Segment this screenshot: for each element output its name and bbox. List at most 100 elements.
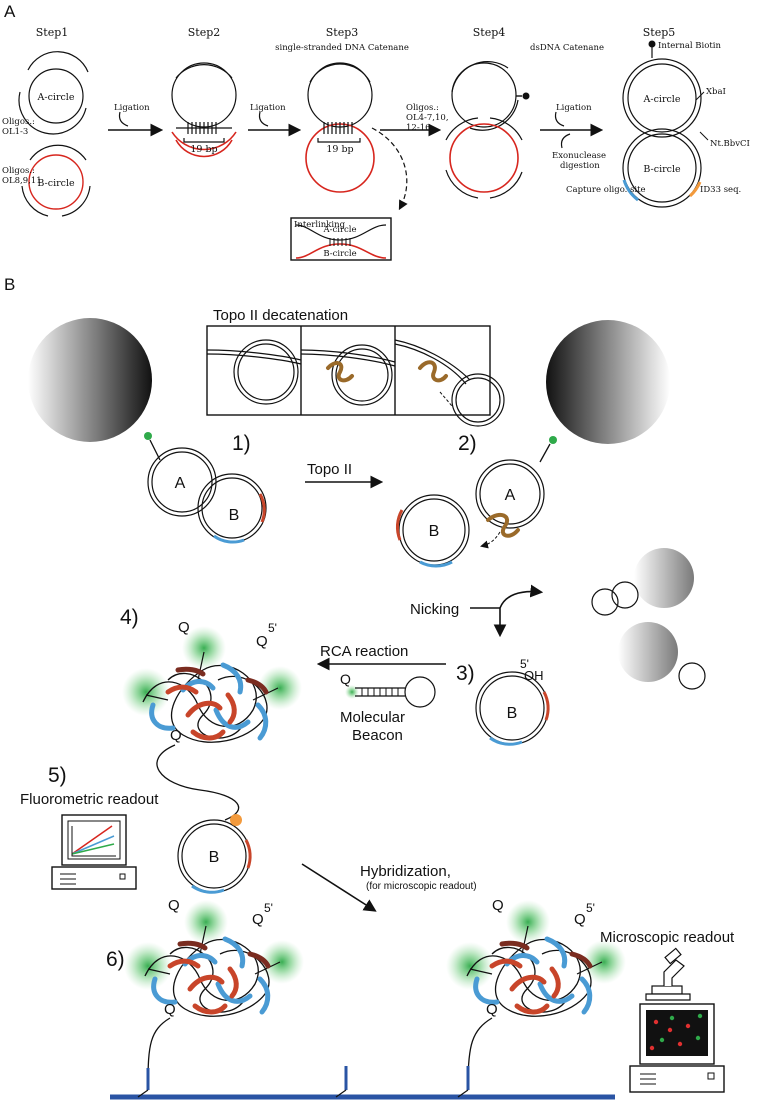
ligation-curve-3 bbox=[554, 111, 565, 127]
step1-b-circle bbox=[21, 144, 91, 217]
oligos-step4-line2: OL4-7,10, bbox=[406, 113, 449, 123]
nicking-arrow-down bbox=[470, 607, 507, 638]
molecular-beacon bbox=[345, 676, 436, 708]
circle-b-label-3: B bbox=[507, 705, 518, 722]
internal-biotin-label: Internal Biotin bbox=[658, 41, 722, 51]
rca-product-step6-left bbox=[124, 900, 304, 1016]
step-1-number: 1) bbox=[232, 432, 251, 455]
topo-ii-label: Topo II bbox=[307, 461, 352, 478]
step-5-number: 5) bbox=[48, 764, 67, 787]
interlink-dashed-arrow bbox=[371, 127, 408, 211]
five-prime-label-6a: 5' bbox=[264, 901, 273, 915]
ligation-curve-2 bbox=[258, 111, 269, 127]
capture-site-label: Capture oligo. site bbox=[566, 185, 646, 195]
rca-product-step4 bbox=[122, 626, 302, 742]
five-prime-label-3: 5' bbox=[520, 657, 529, 671]
exonuclease-curve bbox=[560, 133, 571, 149]
panel-a-label: A bbox=[4, 2, 16, 21]
q-label-4b: Q bbox=[256, 633, 268, 650]
topo-decatenation-box bbox=[206, 325, 505, 427]
computer-fluorometric bbox=[51, 814, 137, 890]
interlinking-title: Interlinking bbox=[294, 220, 346, 230]
biotin-tether-left bbox=[149, 439, 161, 461]
rca-tail-strand bbox=[156, 744, 240, 821]
q-label-6c: Q bbox=[164, 1001, 176, 1018]
tether-6-left bbox=[147, 1017, 171, 1086]
exonuclease-line2: digestion bbox=[560, 161, 600, 171]
step-4-number: 4) bbox=[120, 606, 139, 629]
step-6-number: 6) bbox=[106, 948, 125, 971]
step3-subtitle: single-stranded DNA Catenane bbox=[275, 43, 409, 53]
biotin-anchor-left bbox=[144, 432, 152, 440]
catenane-step1 bbox=[147, 447, 267, 544]
beacon-q-label: Q bbox=[340, 671, 351, 687]
circle-b-label-1: B bbox=[229, 507, 240, 524]
q-label-4c: Q bbox=[170, 727, 182, 744]
oligos-step4-line3: 12-16 bbox=[406, 123, 431, 133]
step2-circles bbox=[171, 62, 237, 158]
small-bead-upper bbox=[634, 548, 694, 608]
q-label-6a: Q bbox=[168, 897, 180, 914]
ligation-label-3: Ligation bbox=[556, 103, 592, 113]
small-circle-upper-1 bbox=[591, 588, 619, 616]
ligation-curve-1 bbox=[118, 111, 129, 127]
step5-subtitle: dsDNA Catenane bbox=[530, 43, 604, 53]
step4-label: Step4 bbox=[473, 26, 506, 39]
bead-left bbox=[28, 318, 152, 442]
hybridization-arrow bbox=[301, 863, 377, 912]
ligation-label-2: Ligation bbox=[250, 103, 286, 113]
exonuclease-line1: Exonuclease bbox=[552, 151, 606, 161]
rca-product-step6-right bbox=[446, 900, 626, 1016]
oligos-a-line2: OL1-3 bbox=[2, 127, 28, 137]
xbai-label: XbaI bbox=[706, 87, 726, 97]
interlinking-box bbox=[290, 217, 392, 261]
id33-label: ID33 seq. bbox=[700, 185, 741, 195]
fluorometric-label: Fluorometric readout bbox=[20, 791, 159, 808]
q-label-6f: Q bbox=[486, 1001, 498, 1018]
nicking-label: Nicking bbox=[410, 601, 459, 618]
step-2-number: 2) bbox=[458, 432, 477, 455]
step3-label: Step3 bbox=[326, 26, 359, 39]
released-circles-step2 bbox=[395, 459, 545, 568]
microscope-icon bbox=[645, 947, 691, 1001]
five-prime-label-4: 5' bbox=[268, 621, 277, 635]
panel-b-label: B bbox=[4, 275, 15, 294]
oh-label: OH bbox=[524, 668, 544, 683]
biotin-tether-right bbox=[539, 443, 551, 463]
interlinking-a-circle: A-circle bbox=[322, 225, 356, 235]
circle-b-label-5: B bbox=[209, 849, 220, 866]
beacon-label: Beacon bbox=[352, 727, 403, 744]
circle-b-label-2: B bbox=[429, 523, 440, 540]
biotin-anchor-right bbox=[549, 436, 557, 444]
step3-19bp: 19 bp bbox=[326, 144, 353, 155]
step2-label: Step2 bbox=[188, 26, 221, 39]
five-prime-label-6b: 5' bbox=[586, 901, 595, 915]
nt-bbvci-label: Nt.BbvCI bbox=[710, 139, 750, 149]
nicked-b-circle bbox=[475, 671, 550, 746]
bead-right bbox=[546, 320, 670, 444]
b-circle-step5 bbox=[177, 814, 252, 894]
ligation-label-1: Ligation bbox=[114, 103, 150, 113]
q-label-4a: Q bbox=[178, 619, 190, 636]
step5-a-circle-label: A-circle bbox=[643, 94, 681, 105]
small-circle-upper-2 bbox=[611, 581, 639, 609]
nicking-arrow-right bbox=[499, 584, 544, 609]
oligos-b-line2: OL8,9,11 bbox=[2, 176, 42, 186]
step5-label: Step5 bbox=[643, 26, 676, 39]
circle-a-label-2: A bbox=[505, 487, 516, 504]
small-bead-lower bbox=[618, 622, 678, 682]
q-label-6d: Q bbox=[492, 897, 504, 914]
oligos-b-line1: Oligos.: bbox=[2, 166, 35, 176]
q-label-6e: Q bbox=[574, 911, 586, 928]
interlinking-b-circle: B-circle bbox=[323, 249, 356, 259]
oligos-a-line1: Oligos.: bbox=[2, 117, 35, 127]
tether-6-right bbox=[467, 1017, 493, 1086]
step-3-number: 3) bbox=[456, 662, 475, 685]
capture-oligos bbox=[146, 1066, 470, 1090]
microscopic-label: Microscopic readout bbox=[600, 929, 735, 946]
computer-microscopic bbox=[629, 1003, 725, 1093]
molecular-label: Molecular bbox=[340, 709, 405, 726]
capture-linkers bbox=[137, 1089, 469, 1098]
small-circle-lower bbox=[678, 662, 706, 690]
